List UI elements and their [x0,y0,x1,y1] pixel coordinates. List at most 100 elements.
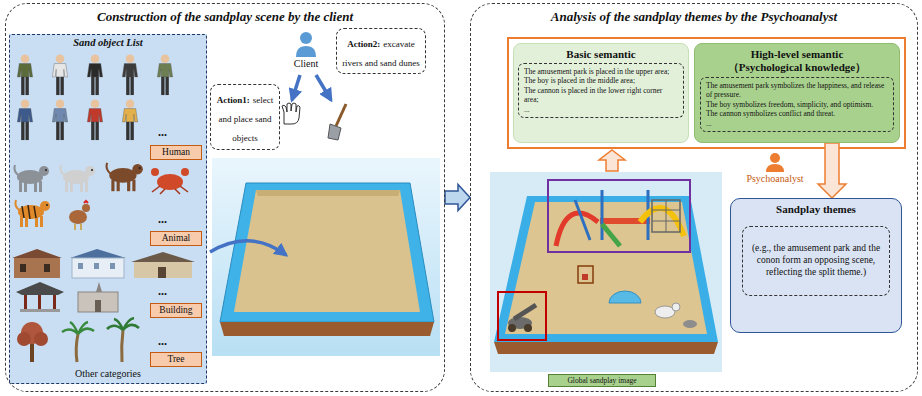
object-list: Sand object ListOther categoriesHumanAni… [9,34,207,384]
animal-figures [84,201,88,203]
human-figures [157,54,172,95]
semantic-line: The boy is placed in the middle area; [524,76,678,85]
object-list-ground [9,34,207,384]
global-sandplay-image [494,342,718,354]
human-figures [87,99,102,140]
category-name: Building [151,306,201,316]
global-sandplay-image [498,292,546,340]
semantic-frame [508,38,905,148]
building-figures [134,262,192,278]
client-icon [296,46,316,57]
semantic-line: The boy symbolizes freedom, simplicity, … [706,100,888,109]
animal-figures [152,186,188,194]
sand-tray [256,190,400,196]
list-footer: Other categories [12,368,204,380]
tree-figures [30,342,34,362]
tree-figures [122,330,123,362]
global-sandplay-image [652,200,680,232]
stage-panel: Construction of the sandplay scene by th… [5,3,445,392]
tree-figures [34,332,48,346]
up-arrow [599,150,625,171]
animal-figures [181,168,189,176]
panel-title: Analysis of the sandplay themes by the P… [479,9,909,25]
global-sandplay-image [508,324,516,332]
action-callout: Action2:excavate rivers and sand dunes [336,28,426,74]
ellipsis-label: ... [158,334,167,348]
theme-text: (e.g., the amusement park and the conon … [749,243,883,279]
human-figures [17,54,32,95]
global-sandplay-image [582,274,588,280]
human-figures [17,99,32,140]
flow-arrow [445,185,470,211]
role-name: Client [280,58,332,70]
building-figures [24,295,27,309]
place-arrow [210,241,286,255]
building-figures [110,263,115,269]
building-figures [44,264,50,272]
psychoanalyst-icon [766,153,784,172]
action-arrows [292,75,300,100]
building-figures [38,295,41,309]
human-figures [52,54,67,95]
building-figures [53,295,56,309]
label-anchor: ... [158,125,167,139]
animal-figures [82,204,90,212]
animal-figures [14,165,49,192]
building-figures [131,252,195,262]
category-name: Tree [151,355,201,365]
semantic-line: The amusement park symbolizes the happin… [706,81,888,100]
psychoanalyst-figure: Psychoanalyst [740,153,810,185]
animal-figures [75,224,81,230]
ellipsis-label: ... [158,212,167,226]
animal-figures [107,163,143,191]
category-tag: Building [150,303,202,318]
building-figures [158,267,166,278]
semantic-line: The cannon symbolizes conflict and threa… [706,109,888,118]
global-sandplay-image [578,266,593,283]
category-tag: Animal [150,231,202,246]
tree-figures [17,318,139,362]
building-figures [20,309,60,312]
building-figures [16,282,64,295]
human-figures [87,54,102,95]
animal-figures [14,163,189,230]
ellipsis-label: ... [158,284,167,298]
semantic-frame [508,38,905,148]
semantic-title: High-level semantic [695,48,899,61]
caption-text: Global sandplay image [551,376,653,385]
analysis-panel: Analysis of the sandplay themes by the P… [470,3,918,392]
global-sandplay-image [652,200,680,232]
action-name: Action2: [347,39,380,49]
global-sandplay-image [575,200,590,240]
theme-detail: (e.g., the amusement park and the conon … [742,226,890,296]
building-figures [78,292,118,312]
human-figures [52,99,67,140]
building-figures [94,263,99,269]
semantic-line: The amusement park is placed in the uppe… [524,67,678,76]
semantic-line: The cannon is placed in the lower right … [524,86,678,105]
tree-figures [62,322,94,334]
category-tag: Tree [150,352,202,367]
label-anchor: ... [158,212,167,226]
panel-title: Construction of the sandplay scene by th… [14,9,436,25]
shovel-icon [328,124,341,140]
action-arrows [292,75,331,100]
building-figures [96,282,102,292]
animal-figures [69,210,87,224]
action-callout: Action1:select and place sand objects [210,84,280,150]
category-name: Human [151,148,201,158]
label-anchor: ... [158,284,167,298]
flow-arrow [818,143,846,198]
action-name: Action1: [217,95,250,105]
semantic-box: Basic semanticThe amusement park is plac… [513,43,689,143]
role-name: Psychoanalyst [740,173,810,185]
image-caption: Global sandplay image [548,374,656,387]
psychoanalyst-icon [770,153,780,163]
category-tag: Human [150,145,202,160]
global-sandplay-image [672,303,680,311]
client-icon [300,32,312,44]
global-sandplay-image [514,305,536,319]
sand-tray [212,158,440,356]
animal-figures [22,205,36,219]
